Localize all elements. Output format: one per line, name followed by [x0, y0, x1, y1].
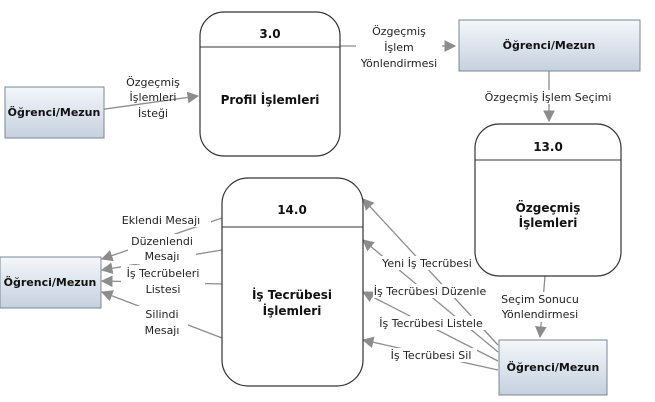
flow-label-cv-selection: Özgeçmiş İşlem Seçimi	[483, 90, 613, 104]
flow-labels: Özgeçmiş İşlemleri İsteği Özgeçmiş İşlem…	[111, 25, 613, 362]
process-3[interactable]: 3.0 Profil İşlemleri	[199, 11, 341, 157]
flow-label-edit-experience-bg	[373, 284, 487, 298]
entity-left-mid-box	[0, 256, 102, 309]
flow-label-request: Özgeçmiş İşlemleri İsteği	[126, 76, 180, 120]
flow-label-list-experience-line-1: İş Tecrübesi Listele	[379, 317, 483, 330]
flow-label-cv-redirect-line-2: İşlem	[384, 41, 414, 54]
flow-label-delete-experience-line-1: İş Tecrübesi Sil	[391, 349, 472, 362]
process-14-name-line-1: İş Tecrübesi	[252, 287, 332, 302]
flow-label-new-experience-line-1: Yeni İş Tecrübesi	[381, 257, 472, 270]
process-13-name-line-1: Özgeçmiş	[516, 200, 581, 215]
entity-top-right-box	[458, 19, 641, 72]
flow-label-selection-result-line-1: Seçim Sonucu	[501, 293, 579, 306]
entity-left-top-box	[4, 86, 105, 139]
entity-left-mid-label: Öğrenci/Mezun	[4, 275, 97, 289]
flow-label-deleted-msg-bg	[136, 306, 188, 338]
process-14-name-line-2: İşlemleri	[263, 303, 322, 318]
flow-label-edited-msg-line-1: Düzenlendi	[131, 235, 193, 248]
flow-label-cv-selection-line-1: Özgeçmiş İşlem Seçimi	[485, 91, 612, 104]
flow-label-edit-experience: İş Tecrübesi Düzenle	[373, 284, 487, 298]
process-13-number: 13.0	[533, 140, 563, 154]
entity-left-top-label: Öğrenci/Mezun	[8, 105, 101, 119]
process-3-box	[199, 11, 341, 157]
entity-left-mid[interactable]: Öğrenci/Mezun	[0, 256, 102, 309]
flow-label-deleted-msg-line-1: Silindi	[145, 308, 178, 321]
flow-label-added-msg-line-1: Eklendi Mesajı	[122, 214, 201, 227]
process-3-name: Profil İşlemleri	[221, 92, 320, 107]
flow-label-list-experience: İş Tecrübesi Listele	[377, 316, 486, 330]
flow-label-edited-msg: Düzenlendi Mesajı	[128, 234, 196, 264]
flow-label-delete-experience: İş Tecrübesi Sil	[385, 348, 477, 362]
flow-label-cv-redirect: Özgeçmiş İşlem Yönlendirmesi	[356, 25, 442, 70]
flow-label-delete-experience-bg	[385, 348, 477, 362]
flow-label-cv-redirect-bg	[356, 40, 442, 54]
flow-label-selection-result-bg	[496, 292, 584, 322]
process-14-number: 14.0	[277, 203, 307, 217]
flow-label-new-experience-bg	[379, 256, 475, 270]
entity-left-top[interactable]: Öğrenci/Mezun	[4, 86, 105, 139]
flow-label-list-experience-bg	[377, 316, 486, 330]
flow-label-deleted-msg-line-2: Mesajı	[145, 324, 180, 337]
flow-label-list-result-line-2: Listesi	[146, 283, 181, 296]
flow-label-list-result-line-1: İş Tecrübeleri	[127, 267, 200, 280]
flow-label-request-line-2: İşlemleri	[130, 91, 177, 104]
process-14[interactable]: 14.0 İş Tecrübesi İşlemleri	[221, 177, 364, 387]
process-14-box	[221, 177, 364, 387]
process-3-number: 3.0	[259, 27, 280, 41]
flow-label-selection-result: Seçim Sonucu Yönlendirmesi	[496, 292, 584, 322]
flow-label-list-result-bg	[121, 265, 205, 296]
process-13[interactable]: 13.0 Özgeçmiş İşlemleri	[474, 123, 622, 277]
flow-line-request	[97, 91, 200, 111]
flow-label-edited-msg-line-2: Mesajı	[145, 250, 180, 263]
entity-bottom-right-label: Öğrenci/Mezun	[507, 360, 600, 374]
entity-top-right[interactable]: Öğrenci/Mezun	[458, 19, 641, 72]
flow-label-added-msg-bg	[111, 213, 211, 227]
entity-top-right-label: Öğrenci/Mezun	[503, 38, 596, 52]
entity-bottom-right-box	[498, 339, 608, 396]
flow-label-added-msg: Eklendi Mesajı	[111, 213, 211, 227]
flow-label-edited-msg-bg	[128, 234, 196, 264]
flow-label-deleted-msg: Silindi Mesajı	[136, 306, 188, 338]
process-13-box	[474, 123, 622, 277]
process-13-name-line-2: İşlemleri	[519, 215, 578, 230]
flow-label-edit-experience-line-1: İş Tecrübesi Düzenle	[374, 285, 487, 298]
flow-label-request-line-3: İsteği	[138, 107, 168, 120]
entity-bottom-right[interactable]: Öğrenci/Mezun	[498, 339, 608, 396]
flow-label-cv-redirect-line-1: Özgeçmiş	[372, 25, 426, 38]
flow-label-cv-redirect-line-3: Yönlendirmesi	[360, 57, 437, 70]
flow-label-cv-selection-bg	[483, 90, 613, 104]
flow-label-new-experience: Yeni İş Tecrübesi	[379, 256, 475, 270]
flow-label-selection-result-line-2: Yönlendirmesi	[501, 308, 578, 321]
flow-label-request-line-1: Özgeçmiş	[126, 76, 180, 89]
flow-label-list-result: İş Tecrübeleri Listesi	[121, 265, 205, 296]
